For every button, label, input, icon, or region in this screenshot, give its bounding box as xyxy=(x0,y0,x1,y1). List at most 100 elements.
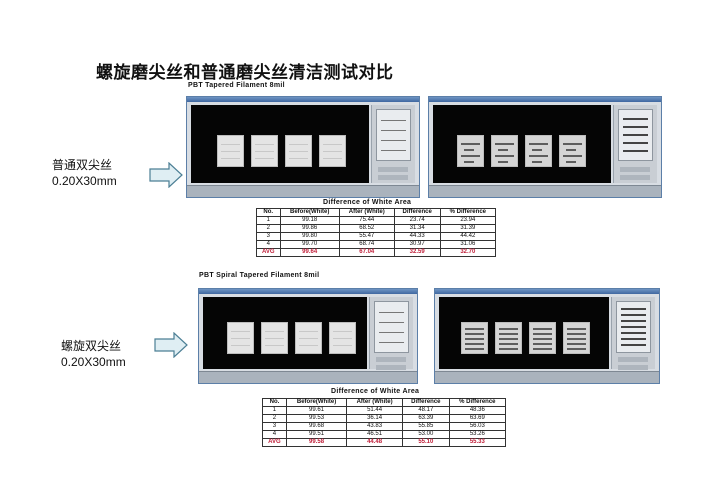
window-statusbar xyxy=(199,371,417,383)
arrow-right-icon xyxy=(154,332,188,358)
table-cell: 55.33 xyxy=(448,438,507,447)
brush-sample xyxy=(227,322,254,354)
brush-sample xyxy=(319,135,346,167)
section-2-table-caption: Difference of White Area xyxy=(331,388,420,395)
section-1-side-label: 普通双尖丝 0.20X30mm xyxy=(52,157,117,189)
brush-sample xyxy=(285,135,312,167)
table-avg-row: AVG 99.64 67.04 32.59 32.70 xyxy=(256,248,497,257)
table-cell: 51.44 xyxy=(346,406,403,415)
side-panel xyxy=(613,105,657,183)
brush-sample xyxy=(529,322,556,354)
section-1-header: PBT Tapered Filament 8mil xyxy=(188,82,285,89)
image-viewport xyxy=(439,297,609,369)
table-cell: 30.97 xyxy=(393,240,441,249)
table-cell: 99.86 xyxy=(279,224,340,233)
table-cell: 46.51 xyxy=(346,430,403,439)
table-row: 1 99.61 51.44 48.17 48.36 xyxy=(262,406,507,415)
table-cell: 99.61 xyxy=(285,406,348,415)
table-row: 4 99.51 46.51 53.00 53.26 xyxy=(262,430,507,439)
table-cell: 99.80 xyxy=(279,232,340,241)
table-cell: 99.64 xyxy=(279,248,340,257)
table-cell: 32.70 xyxy=(439,248,497,257)
table-row: 1 99.18 75.44 23.74 23.94 xyxy=(256,216,497,225)
table-cell: 23.74 xyxy=(393,216,441,225)
panel-control xyxy=(376,357,406,362)
table-row: 3 99.80 55.47 44.33 44.42 xyxy=(256,232,497,241)
col-header: % Difference xyxy=(448,398,507,407)
brush-sample xyxy=(295,322,322,354)
table-cell: 99.58 xyxy=(285,438,348,447)
thumbnail xyxy=(376,109,411,161)
col-header: After (White) xyxy=(338,208,395,217)
table-cell: 2 xyxy=(262,414,287,423)
table-cell: 1 xyxy=(256,216,281,225)
table-cell: 68.52 xyxy=(338,224,395,233)
section-2-header: PBT Spiral Tapered Filament 8mil xyxy=(199,272,320,279)
table-cell: 99.51 xyxy=(285,430,348,439)
page-title: 螺旋磨尖丝和普通磨尖丝清洁测试对比 xyxy=(96,63,394,83)
col-header: No. xyxy=(262,398,287,407)
screenshot-after-standard xyxy=(428,96,662,198)
brush-sample xyxy=(525,135,552,167)
side-panel xyxy=(369,297,413,370)
thumbnail xyxy=(616,301,651,353)
image-viewport xyxy=(433,105,611,183)
window-statusbar xyxy=(435,371,659,383)
table-row: 4 99.70 68.74 30.97 31.06 xyxy=(256,240,497,249)
table-cell: 1 xyxy=(262,406,287,415)
brush-sample xyxy=(217,135,244,167)
table-cell: 4 xyxy=(256,240,281,249)
brush-sample xyxy=(461,322,488,354)
table-cell: 55.10 xyxy=(401,438,450,447)
table-cell: 44.33 xyxy=(393,232,441,241)
table-cell: 55.47 xyxy=(338,232,395,241)
section-2-label-name: 螺旋双尖丝 xyxy=(61,339,122,353)
table-header-row: No. Before(White) After (White) Differen… xyxy=(256,208,497,217)
table-cell: 75.44 xyxy=(338,216,395,225)
table-cell: 32.59 xyxy=(393,248,441,257)
table-cell: 31.34 xyxy=(393,224,441,233)
screenshot-after-spiral xyxy=(434,288,660,384)
section-1-label-name: 普通双尖丝 xyxy=(52,158,113,172)
brush-sample xyxy=(491,135,518,167)
panel-control xyxy=(620,167,650,172)
col-header: After (White) xyxy=(346,398,403,407)
panel-control xyxy=(618,365,648,370)
col-header: Difference xyxy=(393,208,441,217)
panel-control xyxy=(376,365,406,370)
section-2-table: No. Before(White) After (White) Differen… xyxy=(262,398,507,447)
table-cell: 23.94 xyxy=(439,216,497,225)
table-cell: 68.74 xyxy=(338,240,395,249)
table-cell: 67.04 xyxy=(338,248,395,257)
table-cell: 99.53 xyxy=(285,414,348,423)
table-cell: 4 xyxy=(262,430,287,439)
col-header: Before(White) xyxy=(279,208,340,217)
table-cell: 3 xyxy=(256,232,281,241)
table-cell: 36.14 xyxy=(346,414,403,423)
window-titlebar xyxy=(199,289,417,294)
table-cell: 44.48 xyxy=(346,438,403,447)
col-header: % Difference xyxy=(439,208,497,217)
brush-sample xyxy=(251,135,278,167)
table-row: 3 99.68 43.83 55.85 56.03 xyxy=(262,422,507,431)
image-viewport xyxy=(203,297,367,369)
table-cell: 99.18 xyxy=(279,216,340,225)
table-cell: AVG xyxy=(262,438,287,447)
table-cell: 31.06 xyxy=(439,240,497,249)
panel-control xyxy=(378,175,408,180)
section-1-table-caption: Difference of White Area xyxy=(323,199,412,206)
section-2-label-spec: 0.20X30mm xyxy=(61,355,126,369)
table-cell: 53.00 xyxy=(401,430,450,439)
table-cell: 31.39 xyxy=(439,224,497,233)
panel-control xyxy=(378,167,408,172)
window-titlebar xyxy=(429,97,661,102)
window-titlebar xyxy=(435,289,659,294)
table-cell: 48.17 xyxy=(401,406,450,415)
table-avg-row: AVG 99.58 44.48 55.10 55.33 xyxy=(262,438,507,447)
table-cell: 63.39 xyxy=(401,414,450,423)
table-cell: 53.26 xyxy=(448,430,507,439)
window-statusbar xyxy=(187,185,419,197)
col-header: Before(White) xyxy=(285,398,348,407)
table-cell: 63.69 xyxy=(448,414,507,423)
table-cell: 3 xyxy=(262,422,287,431)
